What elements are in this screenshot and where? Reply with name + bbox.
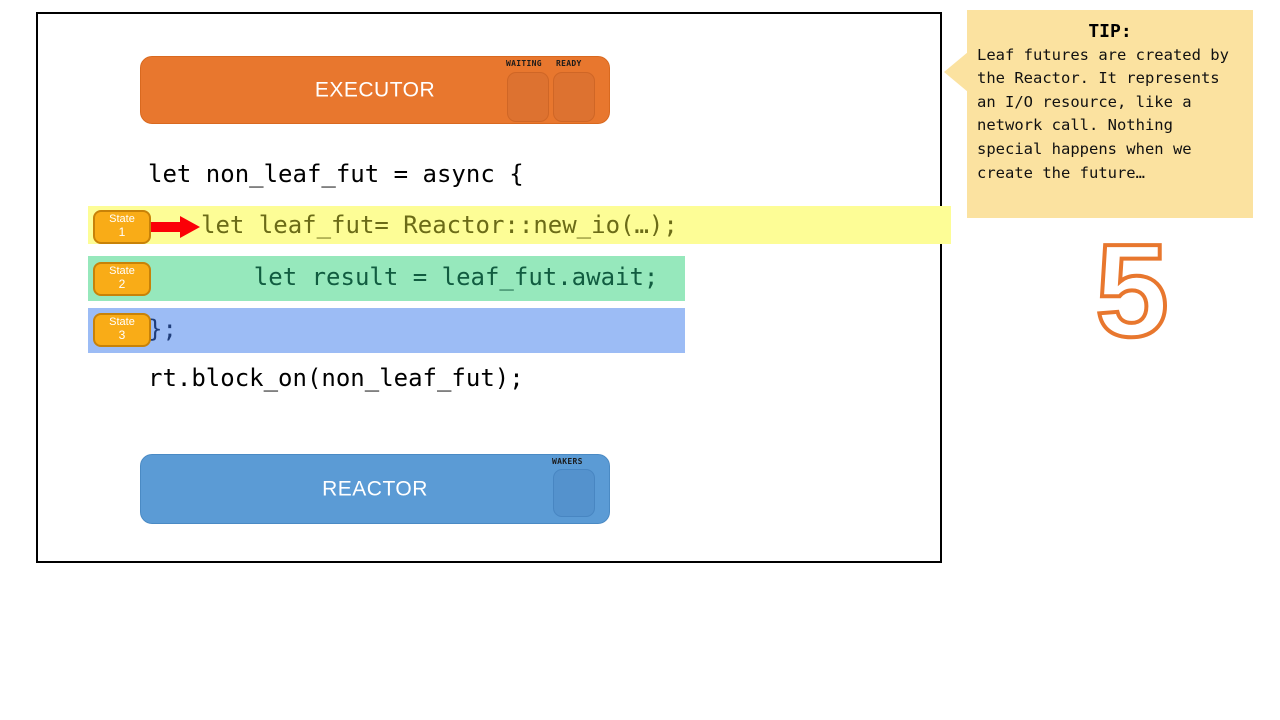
- red-arrow-icon: [150, 216, 200, 238]
- ready-slot-caption: READY: [556, 59, 582, 68]
- state-badge-1-word: State: [109, 213, 135, 225]
- ready-slot[interactable]: [553, 72, 595, 122]
- waiting-slot[interactable]: [507, 72, 549, 122]
- wakers-slot-caption: WAKERS: [552, 457, 583, 466]
- code-line-block-on: rt.block_on(non_leaf_fut);: [148, 364, 524, 392]
- code-line-state-1: let leaf_fut= Reactor::new_io(…);: [201, 211, 678, 239]
- state-badge-2-word: State: [109, 265, 135, 277]
- tip-title: TIP:: [1088, 21, 1132, 42]
- wakers-slot[interactable]: [553, 469, 595, 517]
- reactor-bar[interactable]: REACTOR WAKERS: [140, 454, 610, 524]
- reactor-title: REACTOR: [322, 477, 428, 501]
- code-highlight-band-state-3: [88, 308, 685, 353]
- code-area: let non_leaf_fut = async { let leaf_fut=…: [38, 14, 951, 561]
- step-number: 5: [1093, 217, 1170, 364]
- code-line-state-3: };: [148, 315, 177, 343]
- state-badge-3-number: 3: [118, 327, 126, 342]
- state-badge-1-number: 1: [118, 224, 126, 239]
- state-badge-2[interactable]: State 2: [93, 262, 151, 296]
- code-highlight-band-state-2: [88, 256, 685, 301]
- code-line-state-2: let result = leaf_fut.await;: [196, 263, 659, 291]
- code-highlight-band-state-1: [88, 206, 951, 244]
- tip-body: Leaf futures are created by the Reactor.…: [977, 45, 1239, 182]
- state-badge-1[interactable]: State 1: [93, 210, 151, 244]
- waiting-slot-caption: WAITING: [506, 59, 542, 68]
- slide-frame: EXECUTOR WAITING READY let non_leaf_fut …: [36, 12, 951, 563]
- tip-callout-tail-icon: [944, 52, 968, 92]
- state-badge-3[interactable]: State 3: [93, 313, 151, 347]
- executor-bar[interactable]: EXECUTOR WAITING READY: [140, 56, 610, 124]
- tip-callout: TIP: Leaf futures are created by the Rea…: [967, 10, 1253, 218]
- state-badge-3-word: State: [109, 316, 135, 328]
- executor-title: EXECUTOR: [314, 78, 436, 102]
- state-badge-2-number: 2: [118, 276, 126, 291]
- code-line-declaration: let non_leaf_fut = async {: [148, 160, 524, 188]
